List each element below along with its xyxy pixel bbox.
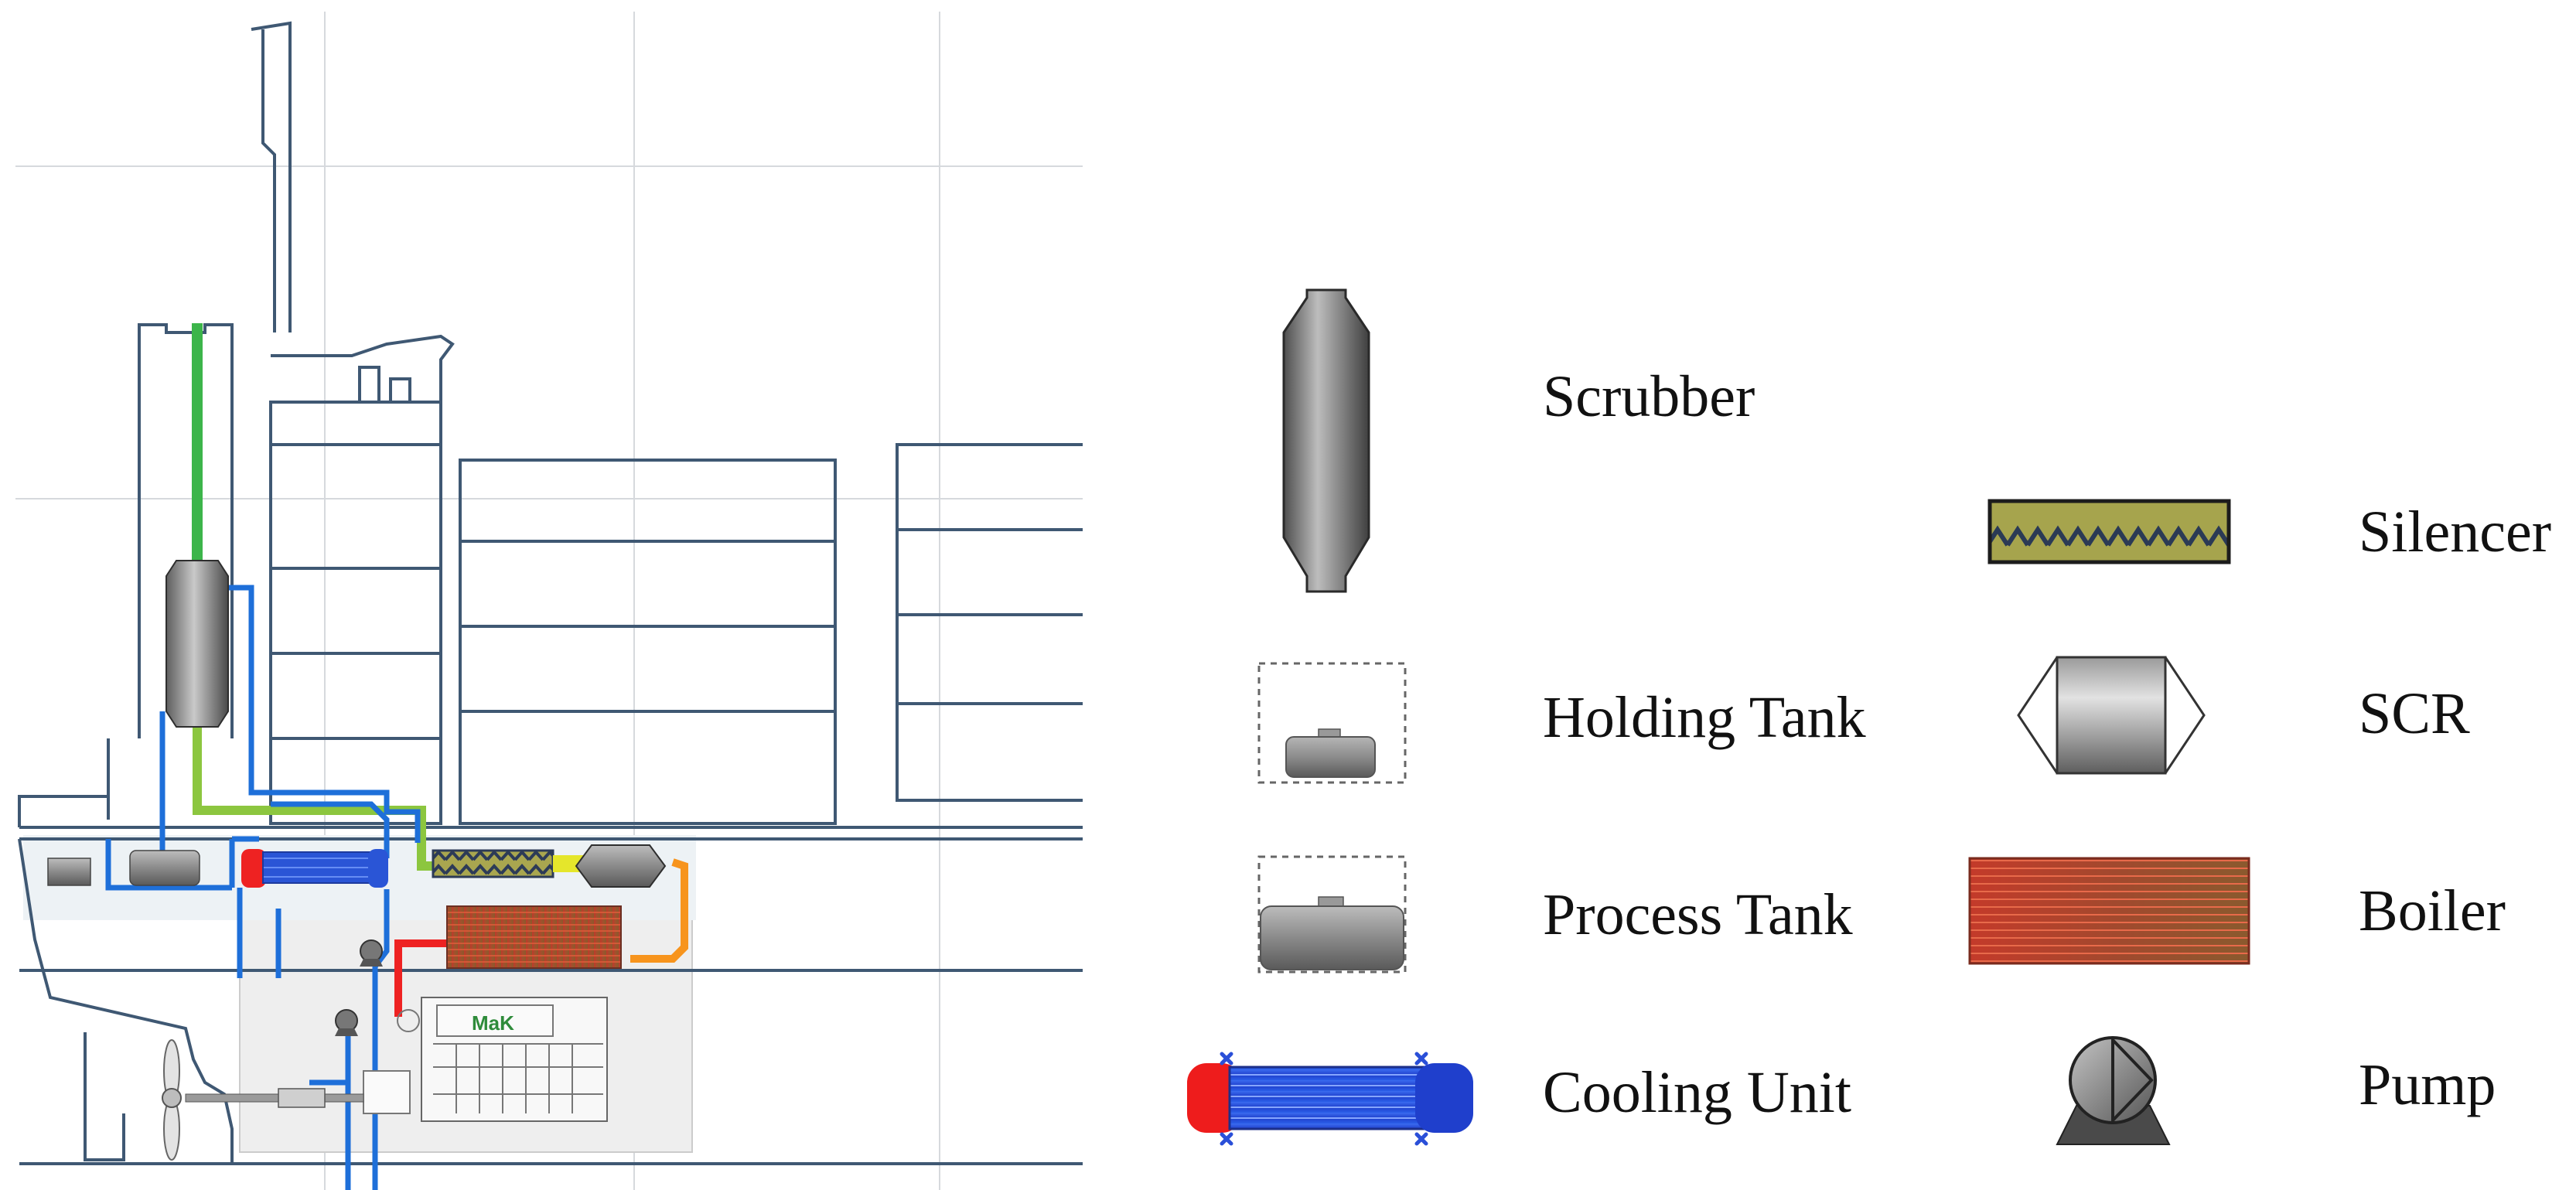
main-engine: MaK <box>363 997 608 1122</box>
ship-section-diagram: MaK <box>0 0 1083 1190</box>
boiler-icon <box>1968 857 2250 965</box>
silencer-icon <box>1987 499 2231 564</box>
ship-hull-outline <box>18 21 1083 1165</box>
scrubber-icon <box>1276 286 1377 595</box>
legend-label-holding-tank: Holding Tank <box>1543 685 1866 750</box>
exhaust-piping <box>192 323 592 871</box>
holding-tank-unit <box>47 858 91 886</box>
pump-unit <box>335 939 383 1036</box>
legend-label-scrubber: Scrubber <box>1543 364 1755 429</box>
legend-label-pump: Pump <box>2359 1052 2496 1117</box>
process-tank-icon <box>1257 854 1407 974</box>
legend-label-boiler: Boiler <box>2359 878 2506 943</box>
engine-brand-label: MaK <box>472 1011 514 1035</box>
scr-unit <box>575 844 667 888</box>
holding-tank-icon <box>1257 661 1407 785</box>
cooling-unit-icon <box>1183 1048 1477 1148</box>
boiler-unit <box>446 905 622 969</box>
legend-label-process-tank: Process Tank <box>1543 882 1853 947</box>
hot-piping <box>394 858 688 1017</box>
legend-label-scr: SCR <box>2359 681 2470 746</box>
silencer-unit <box>432 849 584 878</box>
scr-icon <box>2015 653 2208 777</box>
legend-label-silencer: Silencer <box>2359 500 2552 564</box>
propeller-shaft <box>162 1039 364 1161</box>
pump-icon <box>2049 1032 2177 1148</box>
legend-label-cooling-unit: Cooling Unit <box>1543 1060 1852 1125</box>
process-tank-unit <box>129 850 200 886</box>
scrubber-unit <box>165 560 229 728</box>
cooling-unit <box>241 849 388 888</box>
